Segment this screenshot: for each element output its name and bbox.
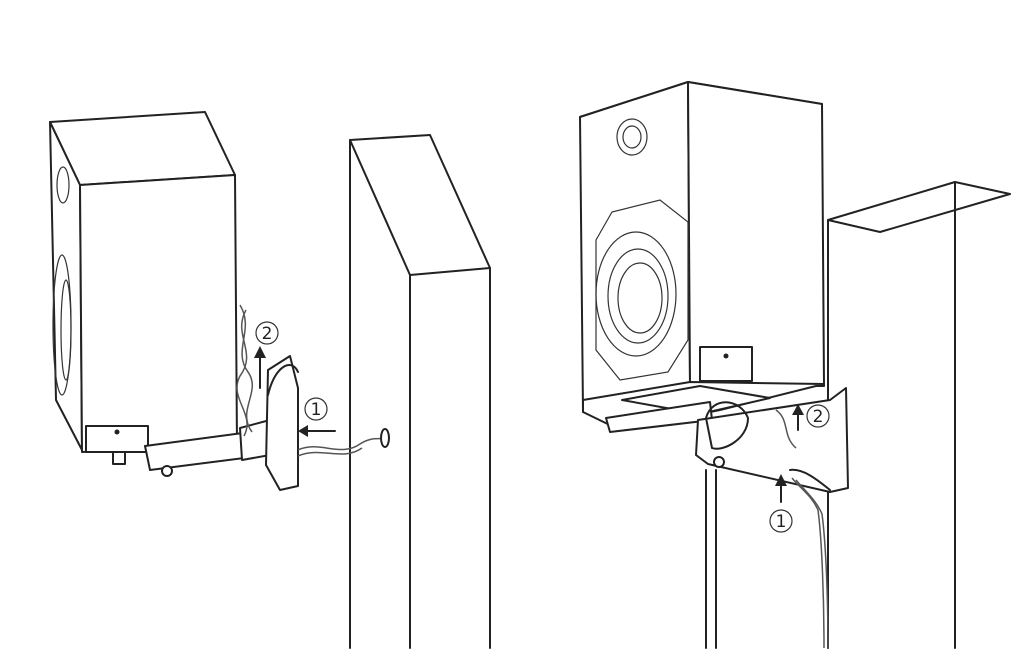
left-speaker — [49, 111, 269, 477]
right-wall-bracket — [695, 387, 849, 493]
right-wall-post — [705, 181, 1011, 649]
left-wall-bracket — [239, 355, 299, 491]
right-step2-number: 2 — [813, 407, 824, 427]
right-wires — [775, 409, 829, 649]
left-wires — [236, 304, 390, 457]
left-step1-arrow — [298, 425, 336, 437]
left-step2-arrow — [254, 346, 266, 389]
right-step1-arrow — [775, 474, 787, 503]
right-scene: 2 1 — [579, 81, 1011, 649]
left-scene: 2 1 — [49, 111, 491, 649]
left-step1-label: 1 — [304, 397, 328, 421]
left-step1-number: 1 — [311, 400, 322, 420]
left-wall-post — [349, 134, 491, 649]
left-step2-label: 2 — [255, 321, 279, 345]
right-step2-arrow — [792, 404, 804, 431]
right-step2-label: 2 — [806, 404, 830, 428]
right-speaker — [579, 81, 825, 433]
left-step2-number: 2 — [262, 324, 273, 344]
right-step1-number: 1 — [776, 512, 787, 532]
right-step1-label: 1 — [769, 509, 793, 533]
